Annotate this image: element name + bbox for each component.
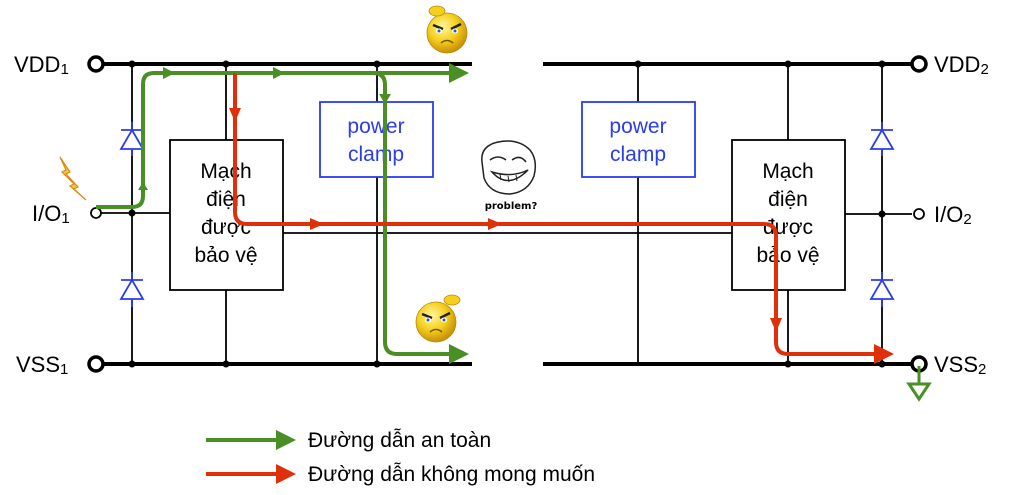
- power-clamp-left: [319, 101, 434, 178]
- diode-icon: [869, 272, 895, 307]
- vss2-label: VSS2: [934, 352, 986, 378]
- safe-path-green: [96, 63, 469, 209]
- protected-circuit-left-line3: được: [201, 216, 251, 239]
- protected-circuit-left-line1: Mạch: [200, 160, 251, 183]
- vdd1-terminal: [87, 55, 105, 73]
- diode-icon: [869, 122, 895, 156]
- io2-terminal: [913, 208, 925, 220]
- troll-face-icon: [481, 140, 537, 195]
- troll-caption: problem?: [485, 201, 538, 212]
- safe-path-green-down: [372, 71, 469, 364]
- legend-safe-label: Đường dẫn an toàn: [308, 429, 491, 452]
- protected-circuit-right: [731, 139, 846, 291]
- vdd1-label: VDD1: [14, 52, 69, 78]
- power-clamp-left-line1: power: [347, 115, 404, 138]
- power-clamp-left-line2: clamp: [348, 143, 404, 166]
- vss1-terminal: [87, 355, 105, 373]
- vdd2-terminal: [910, 55, 928, 73]
- power-clamp-right-line2: clamp: [610, 143, 666, 166]
- protected-circuit-right-line2: điện: [768, 188, 808, 211]
- protected-circuit-right-line4: bảo vệ: [756, 244, 819, 267]
- io1-label: I/O1: [32, 201, 70, 227]
- protected-circuit-left: [169, 139, 284, 291]
- power-clamp-right-line1: power: [609, 115, 666, 138]
- thinking-smiley-icon: [415, 294, 461, 343]
- io2-label: I/O2: [934, 202, 972, 228]
- diode-icon: [119, 122, 145, 156]
- ground-icon: [906, 366, 932, 402]
- power-clamp-right: [581, 101, 696, 178]
- legend-unwanted-label: Đường dẫn không mong muốn: [308, 463, 595, 486]
- lightning-icon: [59, 156, 87, 201]
- vss1-label: VSS1: [16, 352, 68, 378]
- protected-circuit-left-line2: điện: [206, 188, 246, 211]
- protected-circuit-left-line4: bảo vệ: [194, 244, 257, 267]
- io1-terminal: [90, 207, 102, 219]
- thinking-smiley-icon: [426, 5, 468, 54]
- vdd2-label: VDD2: [934, 52, 989, 78]
- protected-circuit-right-line1: Mạch: [762, 160, 813, 183]
- diode-icon: [119, 272, 145, 307]
- unwanted-path-red: [233, 73, 894, 364]
